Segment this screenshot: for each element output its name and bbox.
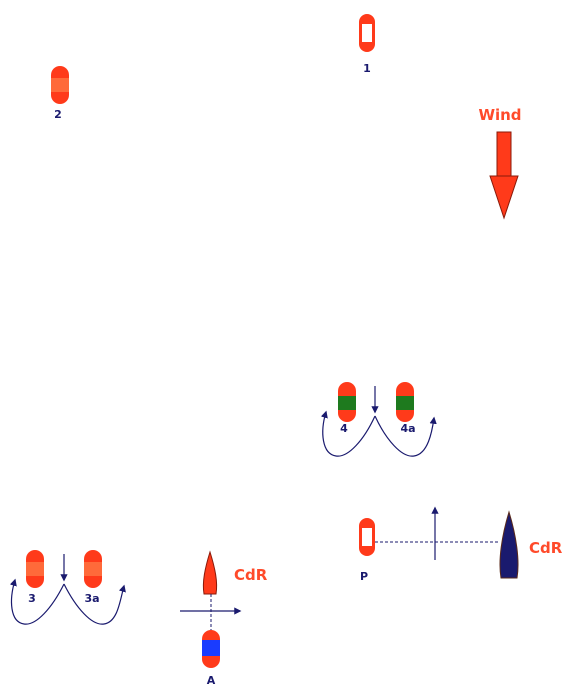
mark-a-buoy-icon	[202, 630, 220, 668]
mark-3a-buoy-icon	[84, 550, 102, 588]
mark-3-buoy-icon	[26, 550, 44, 588]
mark-4a-label: 4a	[400, 422, 415, 435]
mark-p-label: P	[360, 570, 368, 583]
mark-3a-label: 3a	[84, 592, 99, 605]
gate-4-rounding-arrow-icon	[320, 386, 437, 457]
mark-1-label: 1	[363, 62, 371, 75]
wind-label: Wind	[478, 106, 521, 124]
mark-1-buoy-icon	[359, 14, 375, 52]
gate-3-rounding-arrow-icon	[9, 554, 126, 625]
cdr-finish-label: CdR	[529, 539, 563, 557]
mark-4-label: 4	[340, 422, 348, 435]
mark-4a-buoy-icon	[396, 382, 414, 422]
mark-3-label: 3	[28, 592, 36, 605]
mark-a-label: A	[207, 674, 216, 686]
mark-2-label: 2	[54, 108, 62, 121]
mark-4-buoy-icon	[338, 382, 356, 422]
wind-arrow-icon	[489, 131, 519, 220]
cdr-start-label: CdR	[234, 566, 268, 584]
mark-2-buoy-icon	[51, 66, 69, 104]
start-committee-boat-icon	[202, 550, 218, 595]
mark-p-buoy-icon	[359, 518, 375, 556]
finish-committee-boat-icon	[499, 510, 519, 579]
